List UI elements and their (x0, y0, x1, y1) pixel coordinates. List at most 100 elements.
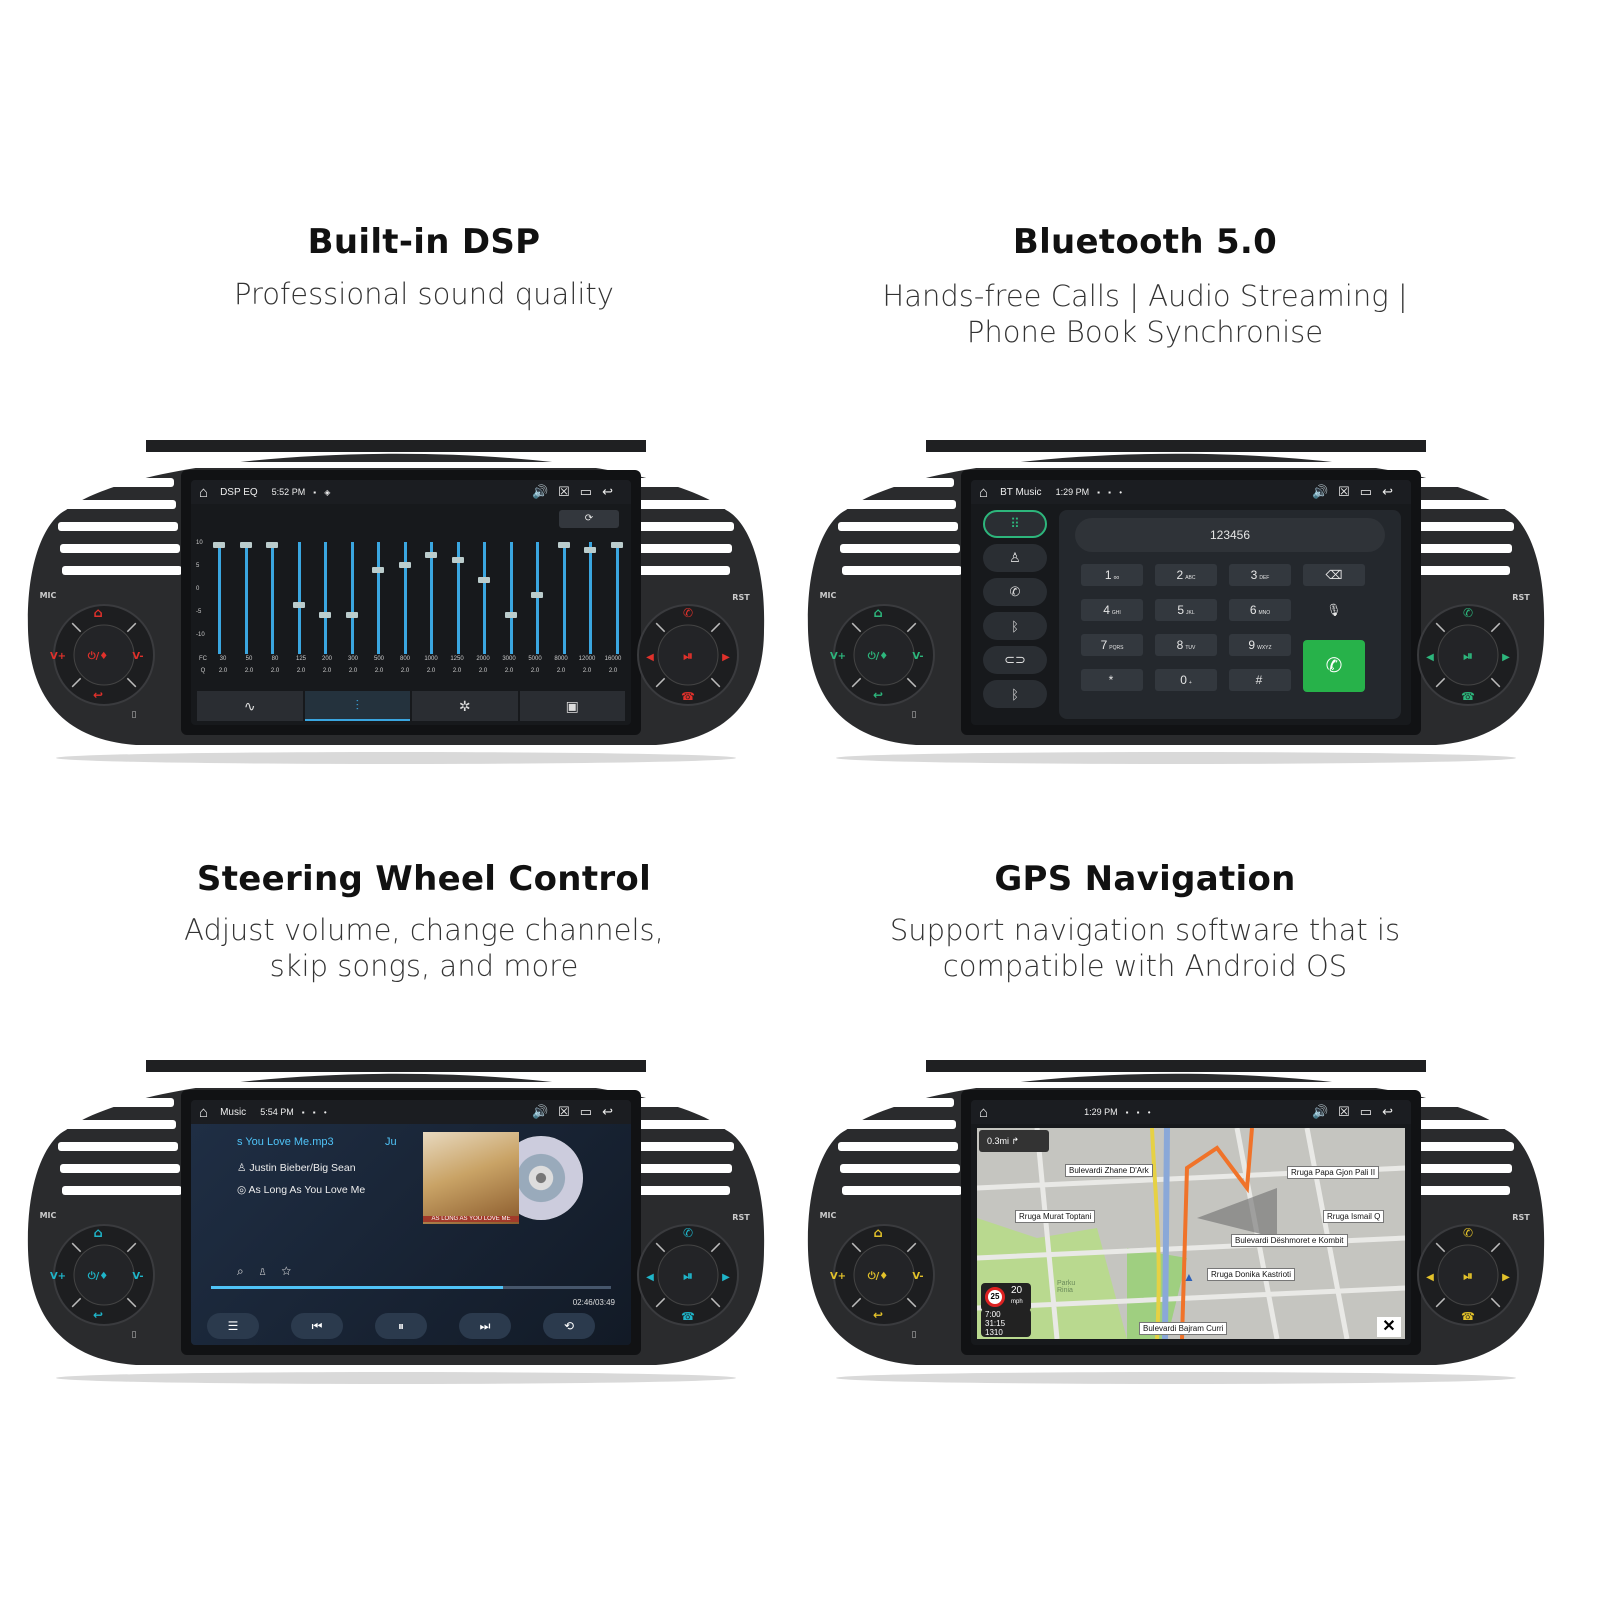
dial-key-digit: 0 (1180, 673, 1187, 687)
music-screen[interactable]: ⌂ Music 5:54 PM ▪ ▪ • 🔊☒▭↩ s You Love Me… (191, 1100, 631, 1345)
person-icon[interactable]: ♙ (257, 1264, 282, 1278)
status-bar: ⌂ BT Music 1:29 PM ▪ ▪ • 🔊☒▭↩ (971, 480, 1411, 504)
eq-slider[interactable] (425, 542, 438, 654)
eq-slider-knob[interactable] (292, 602, 305, 608)
bluetooth-icon[interactable]: ᛒ (983, 680, 1047, 708)
link-icon[interactable]: ⊂⊃ (983, 646, 1047, 674)
volume-down-label: V- (132, 651, 143, 662)
street-label: Rruga Murat Toptani (1015, 1210, 1096, 1223)
eq-slider-knob[interactable] (478, 577, 491, 583)
dial-key-digit: 5 (1177, 603, 1185, 617)
pause-button[interactable]: ⏸ (375, 1313, 427, 1339)
eq-slider[interactable] (557, 542, 570, 654)
dial-key-letters: TUV (1185, 645, 1196, 651)
call-log-icon[interactable]: ✆ (983, 578, 1047, 606)
eq-slider-knob[interactable] (611, 542, 623, 548)
eq-slider[interactable] (611, 542, 623, 654)
artist-name: Justin Bieber/Big Sean (249, 1162, 356, 1174)
eq-slider[interactable] (292, 542, 305, 654)
dialpad-icon[interactable]: ⠿ (983, 510, 1047, 538)
home-icon[interactable]: ⌂ (199, 1103, 209, 1121)
eq-slider[interactable] (239, 542, 252, 654)
system-icons[interactable]: 🔊☒▭↩ (531, 484, 623, 499)
eq-slider[interactable] (372, 542, 385, 654)
dial-key[interactable]: 0+ (1155, 669, 1217, 691)
status-bar: ⌂ DSP EQ 5:52 PM ▪ ◈ 🔊☒▭↩ (191, 480, 631, 504)
home-icon[interactable]: ⌂ (979, 483, 989, 501)
eq-value: 12000 (578, 656, 596, 662)
backspace-icon[interactable]: ⌫ (1303, 564, 1365, 586)
eq-slider[interactable] (451, 542, 464, 654)
eq-slider[interactable] (504, 542, 517, 654)
gps-screen[interactable]: ⌂ 1:29 PM ▪ ▪ • 🔊☒▭↩ 0.3mi ↱ Bulevardi Z… (971, 1100, 1411, 1345)
navigation-map[interactable]: 0.3mi ↱ Bulevardi Zhane D'Ark Rruga Papa… (977, 1128, 1405, 1339)
close-icon[interactable]: ✕ (1377, 1317, 1401, 1337)
system-icons[interactable]: 🔊☒▭↩ (1311, 484, 1403, 499)
eq-slider-knob[interactable] (425, 552, 438, 558)
speaker-icon[interactable]: ▣ (519, 691, 625, 721)
sd-slot-icon: ▯ (132, 1330, 137, 1340)
dial-key-digit: # (1255, 673, 1263, 687)
contacts-icon[interactable]: ♙ (983, 544, 1047, 572)
eq-slider-knob[interactable] (266, 542, 279, 548)
reset-button[interactable]: ⟳ (559, 510, 619, 528)
waveform-icon[interactable]: ∿ (197, 691, 303, 721)
bluetooth-music-icon[interactable]: ᛒ (983, 612, 1047, 640)
eq-slider[interactable] (345, 542, 358, 654)
eq-slider-knob[interactable] (557, 542, 570, 548)
eq-slider-knob[interactable] (531, 592, 544, 598)
home-icon[interactable]: ⌂ (979, 1103, 989, 1121)
eq-slider[interactable] (478, 542, 491, 654)
next-button[interactable]: ⏭ (459, 1313, 511, 1339)
eq-slider[interactable] (213, 542, 225, 654)
repeat-button[interactable]: ⟲ (543, 1313, 595, 1339)
progress-bar[interactable] (211, 1286, 611, 1289)
equalizer-icon[interactable]: ⫶ (304, 691, 410, 721)
previous-button[interactable]: ⏮ (291, 1313, 343, 1339)
favorite-icon[interactable]: ☆ (281, 1264, 306, 1278)
next-arrow-icon: ▶ (722, 652, 730, 663)
eq-slider[interactable] (398, 542, 411, 654)
bt-screen[interactable]: ⌂ BT Music 1:29 PM ▪ ▪ • 🔊☒▭↩ ⠿ ♙ ✆ ᛒ ⊂⊃… (971, 480, 1411, 725)
eq-slider-knob[interactable] (504, 612, 517, 618)
eq-slider-knob[interactable] (319, 612, 332, 618)
system-icons[interactable]: 🔊☒▭↩ (1311, 1104, 1403, 1119)
eq-slider-knob[interactable] (345, 612, 358, 618)
call-button[interactable]: ✆ (1303, 640, 1365, 692)
home-icon[interactable]: ⌂ (199, 483, 209, 501)
dial-key[interactable]: * (1081, 669, 1143, 691)
vent-slat (56, 500, 176, 509)
power-button-label: ⏻/♦ (88, 1270, 109, 1282)
prev-arrow-icon: ◀ (646, 1272, 654, 1283)
app-name: BT Music (1000, 486, 1042, 498)
eq-slider-knob[interactable] (451, 557, 464, 563)
surround-icon[interactable]: ✲ (412, 691, 518, 721)
eq-slider[interactable] (266, 542, 279, 654)
search-icon[interactable]: ⌕ (237, 1264, 258, 1278)
playlist-button[interactable]: ☰ (207, 1313, 259, 1339)
eq-slider-knob[interactable] (239, 542, 252, 548)
eq-slider[interactable] (531, 542, 544, 654)
eq-slider[interactable] (319, 542, 332, 654)
dial-key[interactable]: # (1229, 669, 1291, 691)
microphone-icon[interactable]: 🎙 (1326, 603, 1342, 617)
eq-slider-knob[interactable] (398, 562, 411, 568)
eq-slider[interactable] (584, 542, 597, 654)
eq-slider-knob[interactable] (213, 542, 225, 548)
system-icons[interactable]: 🔊☒▭↩ (531, 1104, 623, 1119)
eq-slider-knob[interactable] (372, 567, 385, 573)
eq-slider-knob[interactable] (584, 547, 597, 553)
bezel-top (146, 1060, 646, 1072)
eq-value: 500 (373, 656, 384, 662)
